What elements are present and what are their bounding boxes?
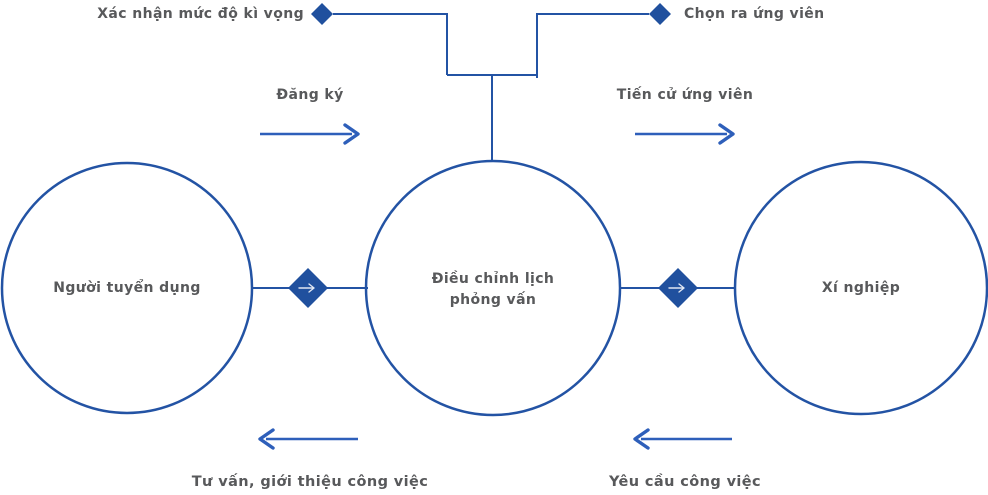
- schedule-node-label-line2: phỏng vấn: [449, 292, 537, 308]
- schedule-node-label: Điều chỉnh lịch phỏng vấn: [393, 269, 593, 311]
- connector-arrow-glyph-left-icon: [298, 283, 315, 293]
- top-right-connector-line: [536, 13, 649, 78]
- register-arrow-icon: [260, 123, 360, 145]
- expectation-note-label: Xác nhận mức độ kì vọng: [97, 6, 304, 22]
- enterprise-node-label: Xí nghiệp: [821, 280, 901, 296]
- nominate-arrow-icon: [635, 123, 735, 145]
- job-request-arrow-icon: [633, 428, 732, 450]
- advise-arrow-icon: [258, 428, 358, 450]
- schedule-node-label-line1: Điều chỉnh lịch: [431, 271, 555, 287]
- milestone-diamond-left-icon: [311, 3, 333, 25]
- job-request-flow-label: Yêu cầu công việc: [608, 474, 762, 490]
- candidate-selection-note-label: Chọn ra ứng viên: [684, 6, 825, 22]
- register-flow-label: Đăng ký: [276, 87, 344, 103]
- advise-flow-label: Tư vấn, giới thiệu công việc: [191, 474, 429, 490]
- connector-arrow-glyph-right-icon: [668, 283, 685, 293]
- milestone-diamond-right-icon: [649, 3, 671, 25]
- nominate-flow-label: Tiến cử ứng viên: [616, 87, 754, 103]
- top-left-connector-line: [333, 13, 448, 75]
- recruiter-node-label: Người tuyển dụng: [53, 280, 201, 296]
